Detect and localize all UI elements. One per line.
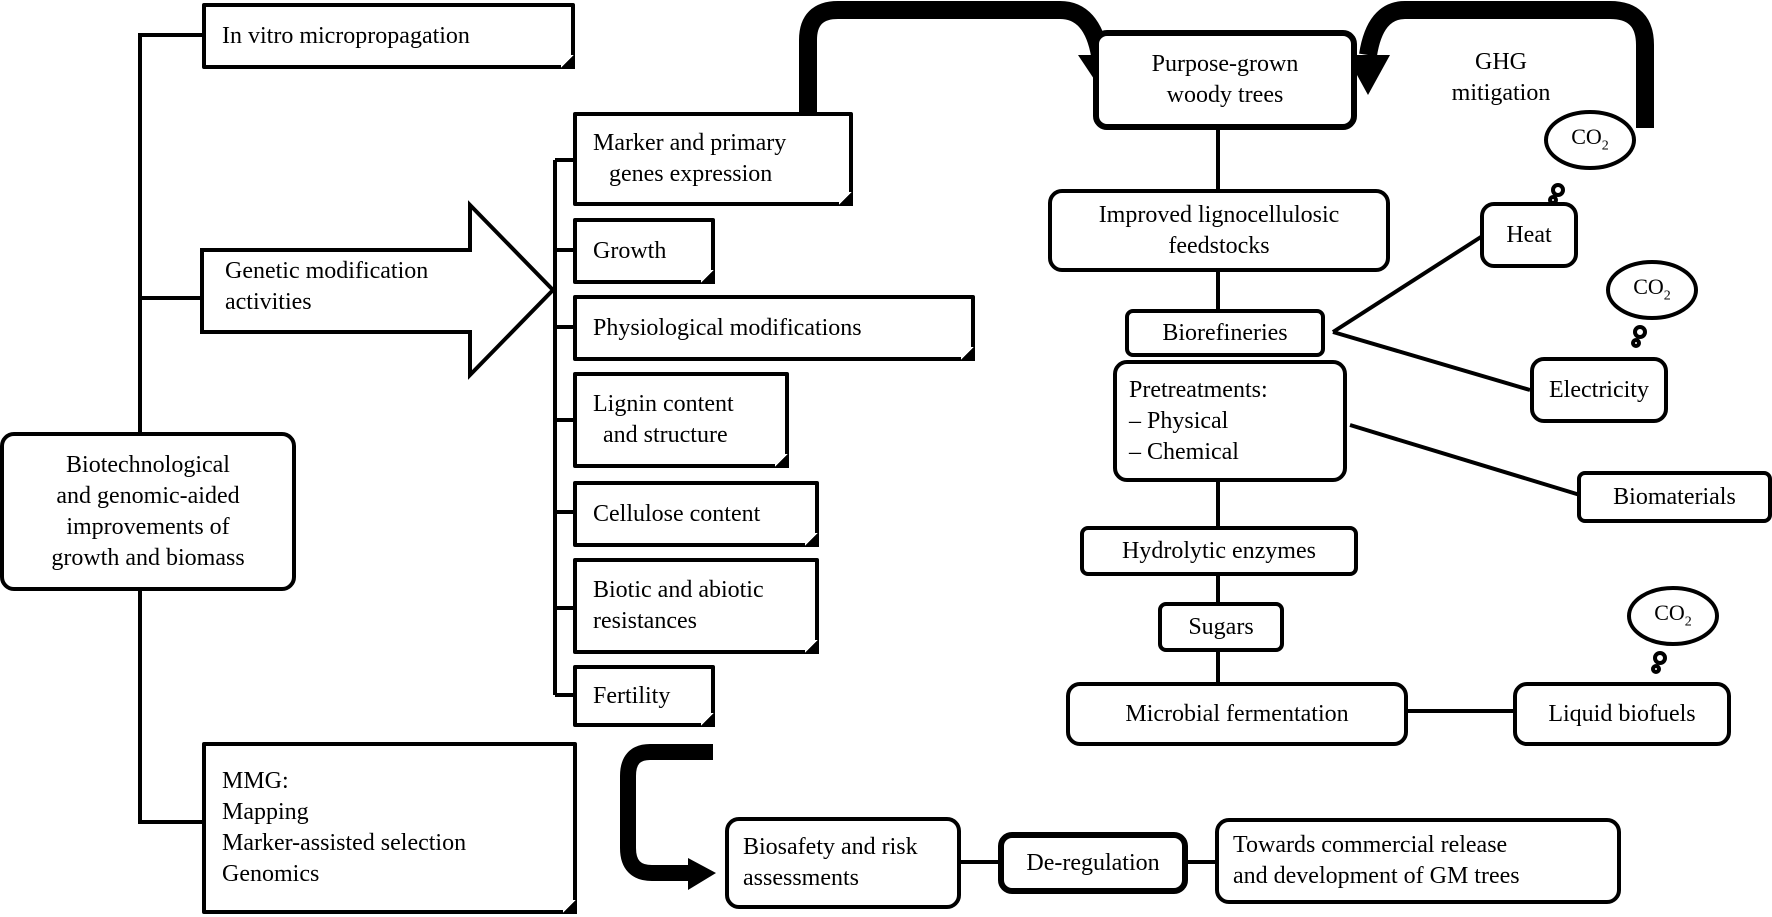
enzymes-node: Hydrolytic enzymes bbox=[1080, 526, 1358, 576]
target-line: Cellulose content bbox=[593, 500, 761, 527]
biofuels-label: Liquid biofuels bbox=[1548, 700, 1696, 727]
deregulation-node: De-regulation bbox=[998, 832, 1188, 894]
biomaterials-label: Biomaterials bbox=[1613, 483, 1736, 510]
co2-label: CO2 bbox=[1560, 124, 1620, 154]
co2-text: CO bbox=[1633, 274, 1664, 299]
pretreatments-line: – Physical bbox=[1129, 407, 1229, 434]
electricity-node: Electricity bbox=[1530, 357, 1668, 423]
pretreatments-node: Pretreatments: – Physical – Chemical bbox=[1113, 360, 1347, 482]
enzymes-label: Hydrolytic enzymes bbox=[1122, 537, 1316, 564]
co2-label: CO2 bbox=[1643, 600, 1703, 630]
target-line: Physiological modifications bbox=[593, 314, 862, 341]
biorefineries-node: Biorefineries bbox=[1125, 309, 1325, 357]
target-node: Biotic and abiotic resistances bbox=[573, 558, 819, 654]
ghg-line: mitigation bbox=[1451, 80, 1551, 106]
mmg-line: Marker-assisted selection bbox=[222, 830, 467, 856]
connector-root-mmg bbox=[138, 588, 202, 824]
mmg-node: MMG: Mapping Marker-assisted selection G… bbox=[202, 742, 577, 914]
target-node: Fertility bbox=[573, 665, 715, 727]
root-line: growth and biomass bbox=[51, 544, 245, 571]
biorefineries-label: Biorefineries bbox=[1162, 319, 1288, 346]
target-node: Marker and primary genes expression bbox=[573, 112, 853, 206]
target-line: and structure bbox=[603, 422, 728, 448]
mmg-line: MMG: bbox=[222, 768, 289, 794]
fermentation-node: Microbial fermentation bbox=[1066, 682, 1408, 746]
root-line: and genomic-aided bbox=[56, 482, 240, 509]
commercial-line: Towards commercial release bbox=[1233, 832, 1508, 858]
root-node: Biotechnological and genomic-aided impro… bbox=[0, 432, 296, 591]
sugars-label: Sugars bbox=[1188, 613, 1254, 640]
electricity-label: Electricity bbox=[1549, 376, 1649, 403]
ghg-line: GHG bbox=[1475, 49, 1527, 75]
commercial-node: Towards commercial release and developme… bbox=[1215, 818, 1621, 904]
root-line: improvements of bbox=[66, 513, 230, 540]
target-line: Growth bbox=[593, 237, 667, 264]
genmod-line: activities bbox=[225, 289, 312, 315]
target-node: Physiological modifications bbox=[573, 295, 975, 361]
genmod-line: Genetic modification bbox=[225, 258, 429, 284]
pretreatments-line: – Chemical bbox=[1129, 438, 1239, 465]
root-line: Biotechnological bbox=[66, 451, 230, 478]
biosafety-node: Biosafety and risk assessments bbox=[725, 817, 961, 909]
biomaterials-node: Biomaterials bbox=[1577, 471, 1772, 523]
target-node: Lignin content and structure bbox=[573, 372, 789, 468]
heat-node: Heat bbox=[1480, 202, 1578, 268]
biofuels-node: Liquid biofuels bbox=[1513, 682, 1731, 746]
connector-electricity bbox=[1332, 330, 1531, 392]
mmg-line: Genomics bbox=[222, 861, 320, 887]
co2-cloud-biofuels bbox=[1627, 586, 1719, 674]
pretreatments-line: Pretreatments: bbox=[1129, 376, 1268, 403]
connector-heat bbox=[1331, 233, 1486, 334]
micropropagation-label: In vitro micropropagation bbox=[222, 22, 470, 49]
feedstocks-line: Improved lignocellulosic bbox=[1098, 201, 1340, 228]
co2-subscript: 2 bbox=[1663, 288, 1671, 304]
co2-text: CO bbox=[1654, 600, 1685, 625]
co2-subscript: 2 bbox=[1601, 138, 1609, 154]
target-line: Lignin content bbox=[593, 391, 734, 417]
target-line: Fertility bbox=[593, 682, 671, 709]
trees-node: Purpose-grown woody trees bbox=[1093, 30, 1357, 130]
co2-text: CO bbox=[1571, 124, 1602, 149]
co2-cloud-electricity bbox=[1606, 260, 1698, 348]
heat-label: Heat bbox=[1506, 221, 1552, 248]
genetic-modification-arrow bbox=[200, 200, 556, 380]
co2-label: CO2 bbox=[1622, 274, 1682, 304]
micropropagation-node: In vitro micropropagation bbox=[202, 3, 575, 69]
deregulation-label: De-regulation bbox=[1026, 849, 1160, 876]
target-node: Cellulose content bbox=[573, 481, 819, 547]
target-line: resistances bbox=[593, 608, 697, 634]
sugars-node: Sugars bbox=[1158, 602, 1284, 652]
trees-line: woody trees bbox=[1166, 82, 1284, 108]
connector-biomaterials bbox=[1349, 423, 1581, 497]
arrow-to-trees bbox=[799, 0, 1109, 112]
biosafety-line: assessments bbox=[743, 865, 859, 891]
mmg-line: Mapping bbox=[222, 799, 309, 825]
trees-line: Purpose-grown bbox=[1151, 51, 1299, 77]
feedstocks-node: Improved lignocellulosic feedstocks bbox=[1048, 189, 1390, 272]
fermentation-label: Microbial fermentation bbox=[1125, 700, 1349, 727]
target-node: Growth bbox=[573, 218, 715, 284]
ghg-arrow bbox=[1359, 1, 1654, 128]
commercial-line: and development of GM trees bbox=[1233, 863, 1520, 889]
co2-cloud-ghg bbox=[1544, 110, 1636, 205]
co2-subscript: 2 bbox=[1684, 614, 1692, 630]
target-line: Marker and primary bbox=[593, 130, 787, 156]
genetic-modification-label: Genetic modification activities bbox=[225, 256, 428, 318]
target-line: Biotic and abiotic bbox=[593, 577, 764, 603]
ghg-label: GHG mitigation bbox=[1432, 47, 1570, 109]
connector-root-micropropagation bbox=[138, 33, 202, 440]
target-line: genes expression bbox=[609, 161, 773, 187]
arrow-to-biosafety bbox=[620, 744, 713, 881]
feedstocks-line: feedstocks bbox=[1168, 232, 1270, 259]
biosafety-line: Biosafety and risk bbox=[743, 834, 918, 860]
